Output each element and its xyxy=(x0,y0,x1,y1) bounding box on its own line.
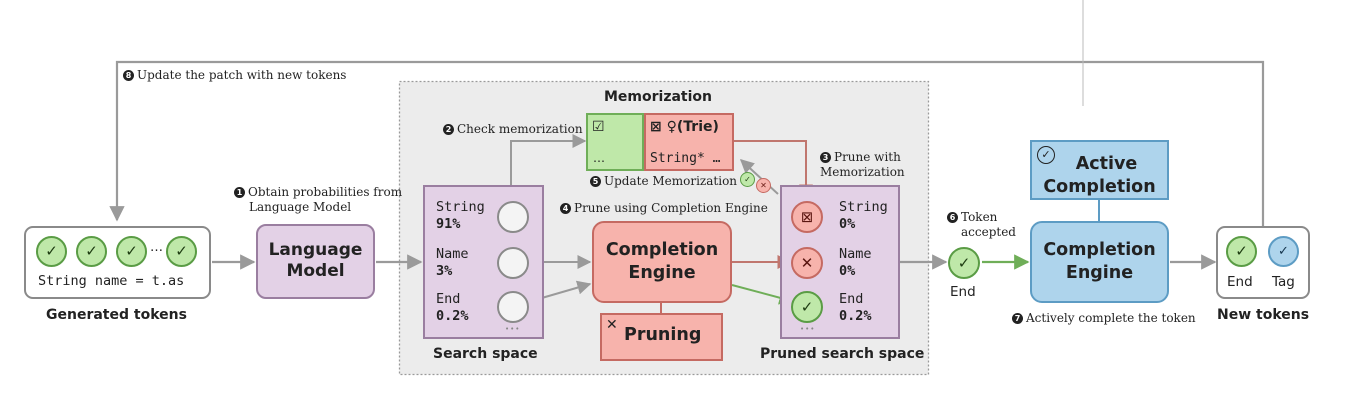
token-check-icon: ✓ xyxy=(76,236,107,267)
memorization-title: Memorization xyxy=(604,89,713,105)
valid-checkbox-icon: ☑ xyxy=(592,119,605,135)
pruning-label: Pruning xyxy=(624,325,702,345)
feedback-loop-arrow xyxy=(109,60,1265,226)
memorization-valid-table: ☑ … xyxy=(586,113,644,171)
invalid-box-icon: ⊠ xyxy=(650,119,662,135)
pruned-more-dots: ••• xyxy=(800,325,816,333)
trie-entry: String* … xyxy=(650,151,721,166)
pruned-invalid-icon: ⊠ xyxy=(791,201,823,233)
search-more-dots: ••• xyxy=(505,325,521,333)
arrow-update-memorization xyxy=(739,159,779,195)
token-check-icon: ✓ xyxy=(166,236,197,267)
generated-code: String name = t.as xyxy=(38,273,185,289)
search-token-slot xyxy=(497,291,529,323)
mini-valid-icon: ✓ xyxy=(740,172,755,187)
pruned-valid-icon: ✓ xyxy=(791,291,823,323)
pruned-search-space-caption: Pruned search space xyxy=(760,346,925,362)
new-token-tag-icon: ✓ xyxy=(1268,236,1299,267)
pruned-x-icon: ✕ xyxy=(791,247,823,279)
trie-header: ⊠ ♀(Trie) xyxy=(650,119,719,135)
pruning-box: ✕ Pruning xyxy=(600,313,723,361)
pruning-x-icon: ✕ xyxy=(606,317,618,333)
search-space-caption: Search space xyxy=(433,346,538,362)
generated-tokens-box: ✓ ✓ ✓ … ✓ String name = t.as xyxy=(24,226,211,299)
new-token-tag-label: Tag xyxy=(1272,274,1295,290)
token-check-icon: ✓ xyxy=(116,236,147,267)
mini-invalid-icon: ✕ xyxy=(756,178,771,193)
active-check-icon: ✓ xyxy=(1037,146,1055,164)
token-check-icon: ✓ xyxy=(36,236,67,267)
arrow-memo-to-pruned xyxy=(734,140,813,199)
search-token-slot xyxy=(497,247,529,279)
arrow-check-memorization xyxy=(510,134,587,199)
search-token-slot xyxy=(497,201,529,233)
new-tokens-caption: New tokens xyxy=(1217,307,1310,323)
memorization-trie-table: ⊠ ♀(Trie) String* … xyxy=(644,113,734,171)
new-token-end-label: End xyxy=(1227,274,1253,290)
generated-tokens-caption: Generated tokens xyxy=(46,307,187,323)
accepted-token-icon: ✓ xyxy=(948,247,980,279)
token-ellipsis: … xyxy=(150,240,163,255)
trie-icon: ♀ xyxy=(666,119,677,135)
new-token-end-icon: ✓ xyxy=(1226,236,1257,267)
new-tokens-box: ✓ ✓ End Tag xyxy=(1216,226,1310,299)
valid-ellipsis: … xyxy=(593,151,605,165)
accepted-token-label: End xyxy=(950,284,976,300)
